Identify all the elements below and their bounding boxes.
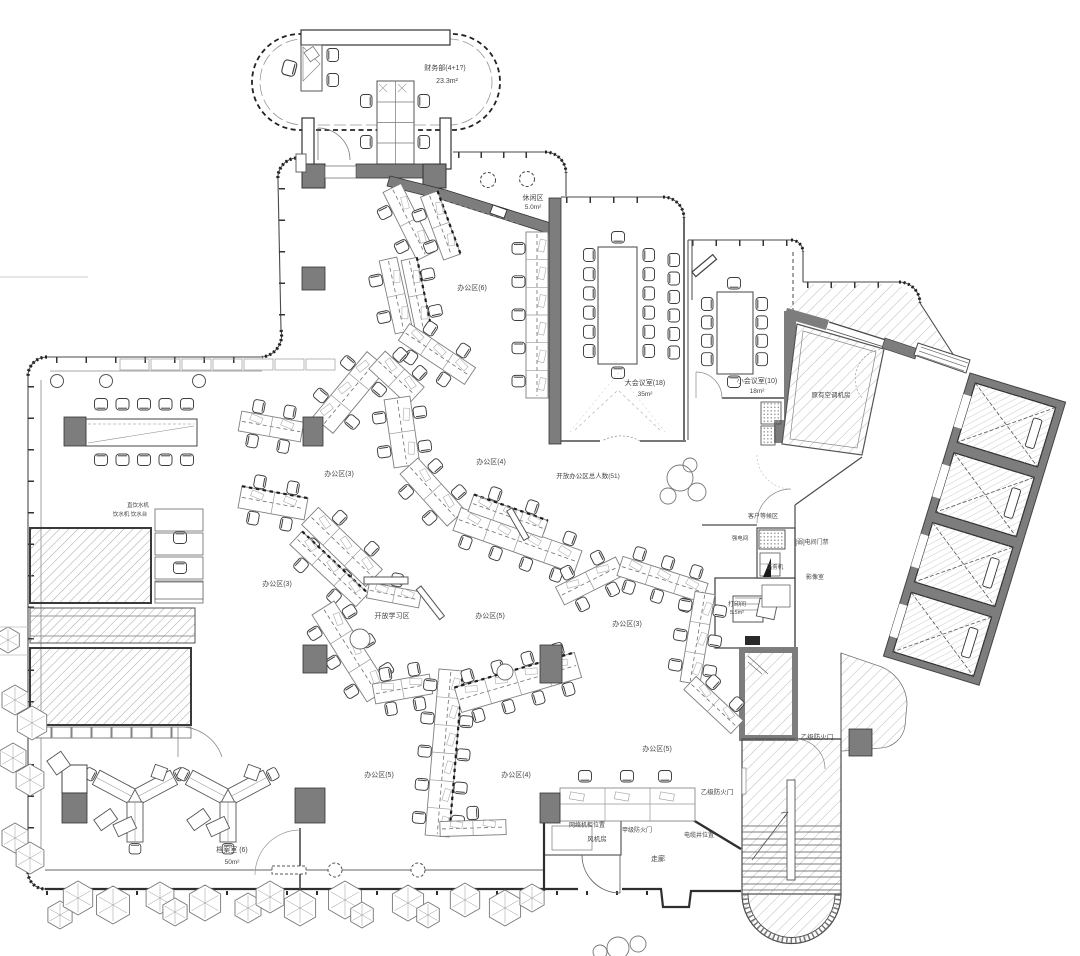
svg-text:开放学习区: 开放学习区	[375, 611, 410, 620]
svg-text:开放办公区总人数(51): 开放办公区总人数(51)	[556, 471, 620, 480]
svg-text:乙级防火门: 乙级防火门	[701, 787, 734, 796]
svg-text:档案室 (6): 档案室 (6)	[216, 845, 248, 854]
svg-text:[弱]电间门禁: [弱]电间门禁	[795, 538, 828, 546]
svg-text:办公区(5): 办公区(5)	[475, 611, 505, 620]
svg-text:休闲区: 休闲区	[523, 193, 544, 202]
svg-text:5.0m²: 5.0m²	[525, 204, 542, 211]
svg-text:35m²: 35m²	[638, 391, 654, 398]
svg-text:强电间: 强电间	[732, 534, 749, 542]
svg-text:办公区(3): 办公区(3)	[262, 579, 292, 588]
svg-text:甲级防火门: 甲级防火门	[622, 826, 652, 834]
svg-text:办公区(4): 办公区(4)	[501, 770, 531, 779]
svg-text:电缆井位置: 电缆井位置	[684, 831, 714, 839]
svg-text:影像室: 影像室	[806, 573, 824, 581]
svg-text:财务部(4+1?): 财务部(4+1?)	[424, 63, 465, 72]
svg-text:风机房: 风机房	[587, 834, 607, 843]
svg-text:23.3m²: 23.3m²	[436, 78, 458, 85]
svg-text:客户等候区: 客户等候区	[748, 512, 778, 520]
svg-text:办公区(3): 办公区(3)	[324, 469, 354, 478]
svg-text:50m²: 50m²	[225, 859, 241, 866]
svg-text:办公区(6): 办公区(6)	[457, 283, 487, 292]
svg-text:办公区(5): 办公区(5)	[642, 744, 672, 753]
svg-text:饮水机 饮水台: 饮水机 饮水台	[113, 510, 148, 518]
svg-text:打印间: 打印间	[728, 600, 746, 608]
svg-text:18m²: 18m²	[750, 388, 766, 395]
svg-text:走廊: 走廊	[651, 854, 665, 863]
svg-text:原有空调机房: 原有空调机房	[812, 390, 851, 399]
svg-text:话务机: 话务机	[767, 563, 784, 571]
svg-text:小会议室(10): 小会议室(10)	[737, 376, 777, 385]
svg-text:乙级防火门: 乙级防火门	[801, 732, 834, 741]
svg-text:办公区(4): 办公区(4)	[476, 457, 506, 466]
svg-text:网络机柜位置: 网络机柜位置	[569, 821, 605, 829]
svg-text:直饮水机: 直饮水机	[127, 501, 150, 509]
svg-text:办公区(5): 办公区(5)	[364, 770, 394, 779]
svg-text:5.5m²: 5.5m²	[730, 610, 744, 616]
svg-text:大会议室(18): 大会议室(18)	[625, 378, 665, 387]
svg-text:办公区(3): 办公区(3)	[612, 619, 642, 628]
